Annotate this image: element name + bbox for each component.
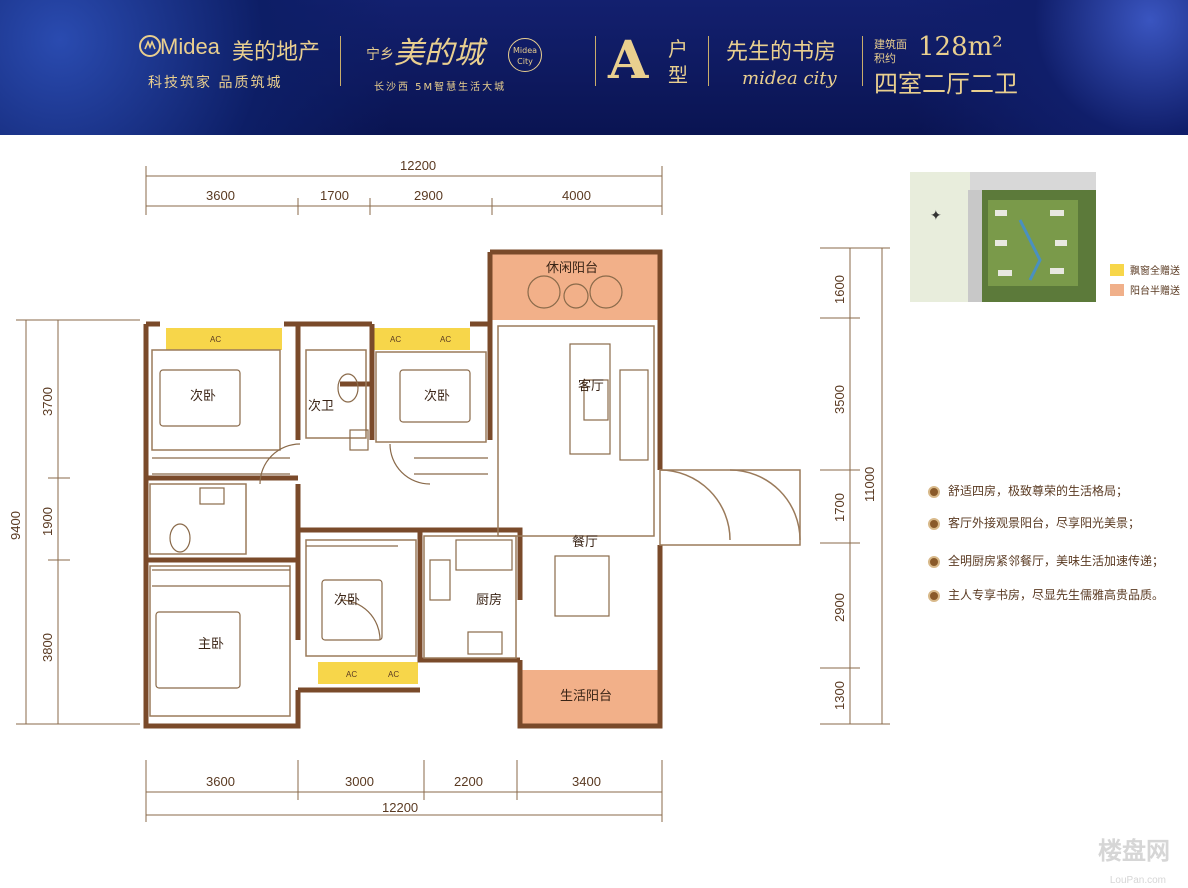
dim-bottom-4: 3400 xyxy=(572,774,601,789)
legend-swatch-balcony xyxy=(1110,284,1124,296)
dim-left-3: 3800 xyxy=(40,633,55,662)
room-bedroom-2: 次卧 xyxy=(424,388,450,404)
baywindow-3 xyxy=(318,662,418,684)
feature-item: 主人专享书房，尽显先生儒雅高贵品质。 xyxy=(928,586,1164,603)
brand-name-cn: 美的地产 xyxy=(232,40,321,65)
bullet-icon xyxy=(928,517,940,530)
feature-item: 客厅外接观景阳台，尽享阳光美景； xyxy=(928,514,1140,531)
ac-label-2: AC xyxy=(390,335,401,344)
room-master: 主卧 xyxy=(198,637,224,652)
city-badge: Midea City xyxy=(508,38,542,72)
floor-plan: 12200 3600 1700 2900 4000 3600 3000 2200… xyxy=(8,158,1180,822)
dim-top-2: 1700 xyxy=(320,188,349,203)
furniture xyxy=(152,275,649,689)
ac-label-4: AC xyxy=(346,670,357,679)
unit-name-en: midea city xyxy=(742,68,837,89)
area-label: 建筑面积约 xyxy=(874,38,907,65)
dim-left-total: 9400 xyxy=(8,511,23,540)
header-divider xyxy=(708,36,709,86)
dim-bottom-1: 3600 xyxy=(206,774,235,789)
dim-right-total: 11000 xyxy=(862,467,877,502)
city-name: 美的城 xyxy=(394,36,484,71)
room-living: 客厅 xyxy=(578,378,604,394)
dim-top-3: 2900 xyxy=(414,188,443,203)
room-kitchen: 厨房 xyxy=(476,592,502,608)
dim-right-1: 1600 xyxy=(832,275,847,304)
dim-top-4: 4000 xyxy=(562,188,591,203)
header-divider xyxy=(595,36,596,86)
bullet-icon xyxy=(928,555,940,568)
north-arrow-icon: ✦ xyxy=(930,208,942,224)
dim-right-2: 3500 xyxy=(832,385,847,414)
leisure-balcony-fill xyxy=(490,252,660,320)
city-subtitle: 长沙西 5M智慧生活大城 xyxy=(374,82,507,93)
room-leisure-balcony: 休闲阳台 xyxy=(546,261,598,276)
dim-top-1: 3600 xyxy=(206,188,235,203)
legend-label-balcony: 阳台半赠送 xyxy=(1130,284,1180,297)
left-dimension-lines xyxy=(16,319,140,725)
room-bedroom-1: 次卧 xyxy=(190,388,216,404)
brand-slogan: 科技筑家 品质筑城 xyxy=(148,75,283,91)
brand-name-en: Midea xyxy=(160,34,220,59)
room-service-balcony: 生活阳台 xyxy=(560,689,612,704)
baywindow-1 xyxy=(166,328,282,350)
feature-text: 全明厨房紧邻餐厅，美味生活加速传递； xyxy=(948,554,1165,568)
legend-swatch-baywindow xyxy=(1110,264,1124,276)
watermark-url: LouPan.com xyxy=(1109,875,1166,886)
feature-text: 客厅外接观景阳台，尽享阳光美景； xyxy=(948,516,1141,530)
dim-right-4: 2900 xyxy=(832,593,847,622)
bullet-icon xyxy=(928,485,940,498)
city-prefix: 宁乡 xyxy=(366,47,394,63)
ac-label-5: AC xyxy=(388,670,399,679)
ac-label-3: AC xyxy=(440,335,451,344)
watermark: 楼盘网 xyxy=(1098,838,1170,865)
service-balcony-fill xyxy=(520,670,660,726)
site-map: ✦ xyxy=(910,172,1096,302)
header-divider xyxy=(862,36,863,86)
dim-bottom-3: 2200 xyxy=(454,774,483,789)
header-banner: Midea 美的地产 科技筑家 品质筑城 宁乡 美的城 Midea City 长… xyxy=(0,0,1188,135)
walls xyxy=(143,249,663,729)
room-dining: 餐厅 xyxy=(572,534,598,550)
dim-top-total: 12200 xyxy=(400,158,436,173)
unit-word: 户型 xyxy=(668,37,688,87)
dim-bottom-2: 3000 xyxy=(345,774,374,789)
unit-letter: A xyxy=(608,30,649,91)
unit-layout: 四室二厅二卫 xyxy=(874,70,1018,98)
midea-logo-icon xyxy=(139,35,161,57)
thin-walls xyxy=(149,325,801,717)
dim-left-2: 1900 xyxy=(40,507,55,536)
bullet-icon xyxy=(928,589,940,602)
feature-text: 主人专享书房，尽显先生儒雅高贵品质。 xyxy=(948,588,1165,602)
feature-text: 舒适四房，极致尊荣的生活格局； xyxy=(948,484,1129,498)
baywindow-2 xyxy=(372,328,470,350)
room-bedroom-3: 次卧 xyxy=(334,592,360,608)
legend-label-baywindow: 飘窗全赠送 xyxy=(1130,264,1180,277)
unit-name: 先生的书房 xyxy=(726,40,837,65)
room-bathroom-2: 次卫 xyxy=(308,398,334,414)
ac-label-1: AC xyxy=(210,335,221,344)
bottom-dimension-lines xyxy=(145,760,663,822)
dim-right-3: 1700 xyxy=(832,493,847,522)
dim-bottom-total: 12200 xyxy=(382,800,418,815)
feature-item: 全明厨房紧邻餐厅，美味生活加速传递； xyxy=(928,552,1164,569)
dim-right-5: 1300 xyxy=(832,681,847,710)
dim-left-1: 3700 xyxy=(40,387,55,416)
header-divider xyxy=(340,36,341,86)
right-dimension-lines xyxy=(820,247,890,725)
feature-item: 舒适四房，极致尊荣的生活格局； xyxy=(928,482,1128,499)
area-value: 128m² xyxy=(918,32,1003,62)
top-dimension-lines xyxy=(145,166,663,215)
